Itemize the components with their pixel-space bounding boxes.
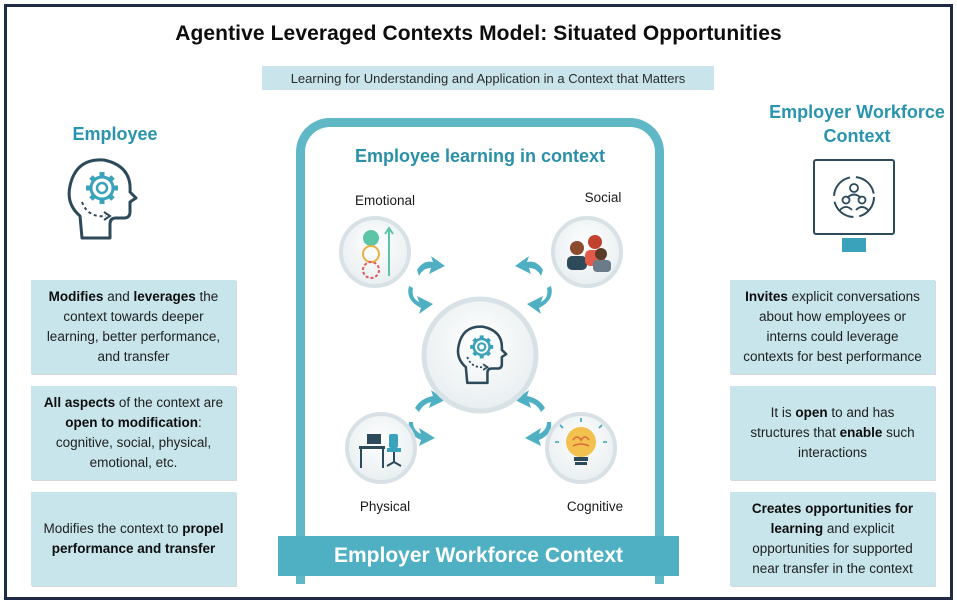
subtitle-band: Learning for Understanding and Applicati… <box>262 66 714 90</box>
head-gear-icon <box>456 325 508 385</box>
center-diagram <box>339 216 623 484</box>
lightbulb-brain-icon <box>555 418 607 465</box>
employer-box-open: It is open to and has structures that en… <box>730 386 935 480</box>
node-label-physical: Physical <box>359 499 411 514</box>
cycle-arrows-icon <box>515 390 545 412</box>
group-people-icon <box>567 235 611 272</box>
emoji-scale-icon <box>362 226 394 279</box>
employer-footer-band: Employer Workforce Context <box>278 536 679 576</box>
cycle-arrows-icon <box>525 422 552 446</box>
employer-box-creates: Creates opportunities for learning and e… <box>730 492 935 586</box>
desk-chair-icon <box>359 434 402 468</box>
cycle-arrows-icon <box>415 390 445 412</box>
head-gear-icon <box>67 158 138 240</box>
cycle-arrows-icon <box>417 256 445 276</box>
cycle-arrows-icon <box>408 286 433 314</box>
cycle-arrows-icon <box>515 256 543 276</box>
team-circle-icon <box>813 159 895 252</box>
node-label-cognitive: Cognitive <box>566 499 624 514</box>
employee-box-propel: Modifies the context to propel performan… <box>31 492 236 586</box>
subtitle-text: Learning for Understanding and Applicati… <box>290 70 686 86</box>
employee-box-modifies: Modifies and leverages the context towar… <box>31 280 236 374</box>
footer-label: Employer Workforce Context <box>333 544 623 567</box>
node-label-emotional: Emotional <box>354 193 416 208</box>
employee-heading: Employee <box>72 124 158 144</box>
center-title: Employee learning in context <box>354 146 606 166</box>
cycle-arrows-icon <box>408 422 435 446</box>
employee-box-aspects: All aspects of the context are open to m… <box>31 386 236 480</box>
cycle-arrows-icon <box>527 286 552 314</box>
node-label-social: Social <box>584 190 622 205</box>
employer-heading: Employer Workforce Context <box>769 102 945 146</box>
employer-box-invites: Invites explicit conversations about how… <box>730 280 935 374</box>
page-title: Agentive Leveraged Contexts Model: Situa… <box>175 22 782 45</box>
